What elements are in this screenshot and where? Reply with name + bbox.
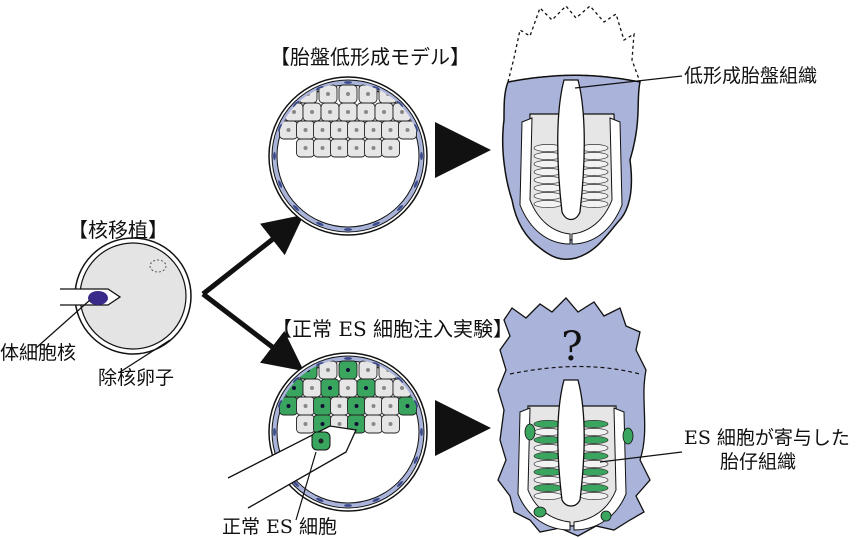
enucleated-egg-label: 除核卵子 — [98, 367, 174, 389]
central-cavity — [558, 80, 585, 220]
cell-nucleus — [346, 386, 350, 390]
cell-nucleus — [366, 368, 370, 372]
es-injection-title: 【正常 ES 細胞注入実験】 — [272, 317, 513, 341]
trophectoderm-nucleus — [344, 228, 352, 231]
conceptus-top — [503, 6, 640, 259]
fetal-cell — [534, 200, 562, 207]
cell-nucleus — [389, 422, 393, 426]
cell-nucleus — [287, 128, 291, 132]
cell-nucleus — [304, 404, 308, 408]
trophectoderm-nucleus — [273, 152, 276, 160]
fetal-cell — [534, 192, 562, 199]
missing-placenta-outline — [508, 6, 640, 82]
fetal-cell — [534, 176, 562, 183]
fetal-cell — [580, 476, 608, 483]
placenta-model-title: 【胎盤低形成モデル】 — [270, 45, 470, 69]
trophectoderm-nucleus — [420, 152, 423, 160]
cell-nucleus — [321, 146, 325, 150]
fetal-cell — [580, 200, 608, 207]
cell-nucleus — [364, 110, 368, 114]
cell-nucleus — [292, 110, 296, 114]
cell-nucleus — [328, 386, 332, 390]
cell-nucleus — [304, 146, 308, 150]
trophectoderm-nucleus — [273, 428, 276, 436]
fetal-cell — [534, 492, 562, 499]
es-cell-patch — [525, 424, 535, 440]
cell-nucleus — [364, 386, 368, 390]
cell-nucleus — [321, 422, 325, 426]
fetal-cell — [580, 492, 608, 499]
es-derived-cell — [534, 468, 562, 475]
cell-nucleus — [389, 404, 393, 408]
fetal-cell — [534, 460, 562, 467]
cell-nucleus — [355, 128, 359, 132]
es-contribution-label-line1: ES 細胞が寄与した — [684, 427, 850, 449]
cell-nucleus — [355, 146, 359, 150]
cell-nucleus — [366, 92, 370, 96]
cell-nucleus — [328, 110, 332, 114]
cell-nucleus — [372, 128, 376, 132]
cell-nucleus — [338, 128, 342, 132]
cell-nucleus — [321, 404, 325, 408]
cell-nucleus — [326, 368, 330, 372]
cell-nucleus — [406, 404, 410, 408]
cell-nucleus — [310, 110, 314, 114]
fetal-cell — [534, 476, 562, 483]
es-contribution-label-line2: 胎仔組織 — [720, 451, 796, 473]
somatic-nucleus — [88, 291, 108, 305]
es-derived-cell — [580, 484, 608, 491]
cell-nucleus — [372, 422, 376, 426]
es-cell-patch — [623, 428, 633, 444]
hypoplastic-placenta-label: 低形成胎盤組織 — [684, 65, 817, 87]
cell-nucleus — [382, 386, 386, 390]
injection-pipette — [60, 289, 120, 305]
cell-nucleus — [346, 368, 350, 372]
trophectoderm-nucleus — [344, 81, 352, 84]
cell-nucleus — [304, 128, 308, 132]
cell-nucleus — [326, 92, 330, 96]
cell-nucleus — [346, 92, 350, 96]
somatic-nucleus-label: 体細胞核 — [0, 342, 76, 364]
cell-nucleus — [287, 404, 291, 408]
cell-nucleus — [338, 422, 342, 426]
blastocyst-top — [269, 77, 427, 235]
nuclear-transfer-title: 【核移植】 — [68, 218, 168, 242]
cell-nucleus — [355, 404, 359, 408]
cell-nucleus — [346, 110, 350, 114]
central-cavity — [558, 380, 585, 506]
branch-arrow-icon — [203, 224, 292, 362]
cell-nucleus — [406, 128, 410, 132]
cell-nucleus — [372, 404, 376, 408]
cell-nucleus — [355, 422, 359, 426]
cell-nucleus — [400, 386, 404, 390]
cell-nucleus — [389, 146, 393, 150]
es-cell-patch — [601, 511, 611, 521]
cell-nucleus — [400, 110, 404, 114]
trophectoderm-nucleus — [344, 357, 352, 360]
fetal-cell — [580, 184, 608, 191]
es-derived-cell — [580, 468, 608, 475]
es-derived-cell — [534, 484, 562, 491]
cell-nucleus — [338, 404, 342, 408]
cell-nucleus — [321, 128, 325, 132]
cell-nucleus — [292, 386, 296, 390]
cell-nucleus — [304, 422, 308, 426]
cell-nucleus — [310, 386, 314, 390]
es-cell-patch — [534, 507, 546, 517]
cell-nucleus — [382, 110, 386, 114]
trophectoderm-nucleus — [344, 504, 352, 507]
question-mark: ? — [561, 324, 582, 370]
fetal-cell — [534, 184, 562, 191]
cell-nucleus — [372, 146, 376, 150]
normal-es-cell-label: 正常 ES 細胞 — [222, 516, 337, 538]
cell-nucleus — [338, 146, 342, 150]
trophectoderm-nucleus — [420, 428, 423, 436]
cell-nucleus — [389, 128, 393, 132]
fetal-cell — [580, 192, 608, 199]
fetal-cell — [580, 176, 608, 183]
